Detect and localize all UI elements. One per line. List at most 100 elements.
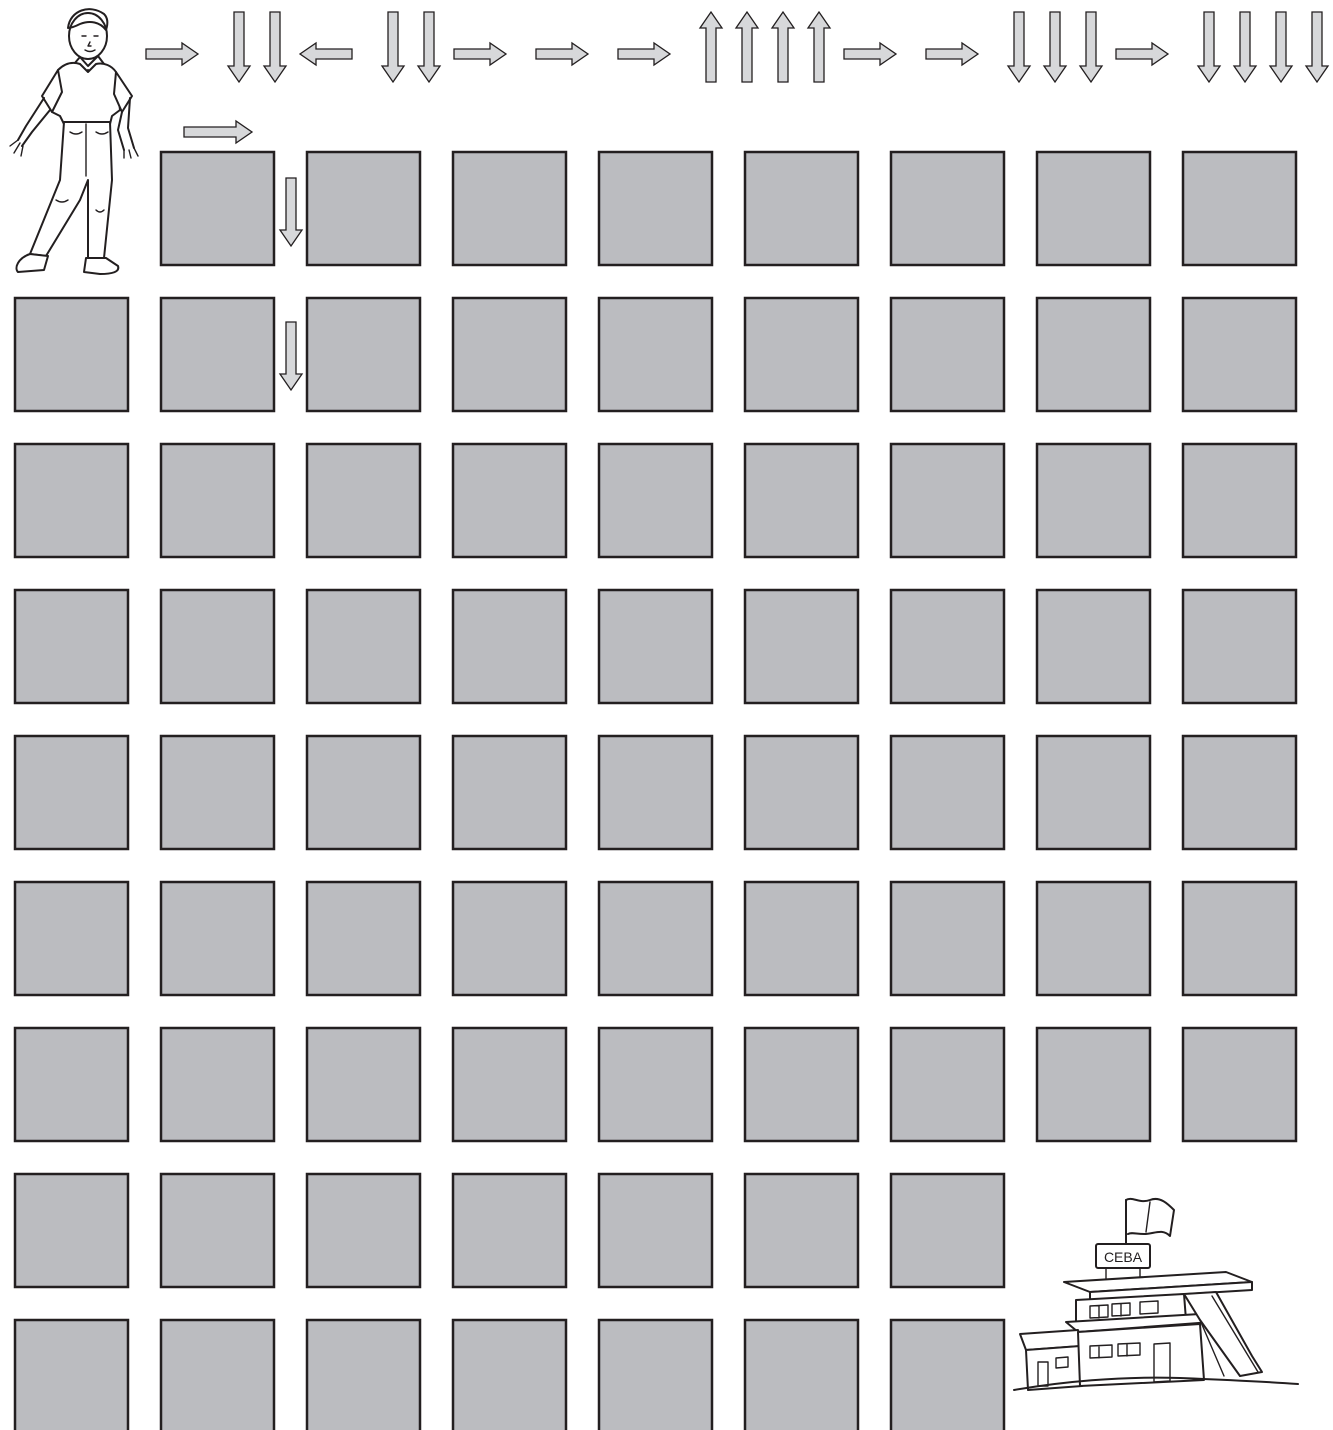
grid-tile — [891, 736, 1004, 849]
school-building-icon: CEBA — [1014, 1199, 1298, 1390]
grid-tile — [161, 1174, 274, 1287]
instruction-arrow-right-19 — [1116, 43, 1168, 65]
grid-tile — [15, 736, 128, 849]
grid-tile — [161, 152, 274, 265]
grid-tile — [161, 298, 274, 411]
grid-tile — [599, 444, 712, 557]
grid-tile — [1183, 882, 1296, 995]
grid-tile — [1037, 444, 1150, 557]
grid-tile — [161, 736, 274, 849]
instruction-arrow-down-2 — [228, 12, 250, 82]
grid-tile — [745, 1320, 858, 1430]
grid-tile — [453, 444, 566, 557]
school-sign-text: CEBA — [1104, 1249, 1143, 1265]
example-arrow-down-3 — [280, 322, 302, 390]
grid-tile — [599, 590, 712, 703]
grid-tile — [745, 1174, 858, 1287]
instruction-arrow-down-18 — [1080, 12, 1102, 82]
grid-tile — [599, 1174, 712, 1287]
grid-tile — [745, 736, 858, 849]
grid-tile — [15, 590, 128, 703]
instruction-arrow-up-12 — [772, 12, 794, 82]
instruction-arrow-down-3 — [264, 12, 286, 82]
instruction-arrow-right-9 — [618, 43, 670, 65]
grid-tile — [891, 1174, 1004, 1287]
grid-tile — [1183, 736, 1296, 849]
grid-tile — [15, 882, 128, 995]
grid-tile — [15, 298, 128, 411]
grid-tile — [745, 882, 858, 995]
grid-tile — [891, 590, 1004, 703]
grid-tile — [453, 736, 566, 849]
grid-tile — [15, 1320, 128, 1430]
instruction-arrow-down-22 — [1270, 12, 1292, 82]
instruction-arrow-down-20 — [1198, 12, 1220, 82]
grid-tile — [15, 444, 128, 557]
instruction-arrow-right-7 — [454, 43, 506, 65]
instruction-arrow-down-6 — [418, 12, 440, 82]
grid-tile — [1037, 882, 1150, 995]
grid-tile — [599, 882, 712, 995]
grid-tile — [307, 444, 420, 557]
grid-tile — [1037, 590, 1150, 703]
grid-tile — [599, 736, 712, 849]
grid-tile — [307, 1028, 420, 1141]
grid-tile — [1183, 298, 1296, 411]
grid-tile — [15, 1028, 128, 1141]
grid-tile — [161, 882, 274, 995]
boy-figure-icon — [10, 9, 138, 274]
grid-tile — [453, 298, 566, 411]
instruction-arrow-down-23 — [1306, 12, 1328, 82]
grid-tile — [599, 298, 712, 411]
grid-tile — [307, 1174, 420, 1287]
grid-tile — [891, 1320, 1004, 1430]
grid-tile — [745, 298, 858, 411]
grid-tile — [1183, 1028, 1296, 1141]
grid-tile — [453, 1320, 566, 1430]
grid-tile — [891, 152, 1004, 265]
instruction-arrow-down-5 — [382, 12, 404, 82]
grid-tile — [307, 590, 420, 703]
grid-tile — [453, 882, 566, 995]
grid-tile — [745, 152, 858, 265]
grid-tile — [1037, 1028, 1150, 1141]
grid-tile — [599, 1028, 712, 1141]
grid-tile — [891, 1028, 1004, 1141]
grid-tile — [745, 1028, 858, 1141]
instruction-arrow-up-11 — [736, 12, 758, 82]
grid-tile — [891, 444, 1004, 557]
grid-tile — [15, 1174, 128, 1287]
instruction-arrow-up-13 — [808, 12, 830, 82]
tile-grid — [15, 152, 1296, 1430]
grid-tile — [307, 736, 420, 849]
instruction-arrow-down-16 — [1008, 12, 1030, 82]
grid-tile — [1183, 444, 1296, 557]
grid-tile — [891, 882, 1004, 995]
instruction-arrow-down-17 — [1044, 12, 1066, 82]
instruction-arrow-right-14 — [844, 43, 896, 65]
grid-tile — [599, 1320, 712, 1430]
grid-tile — [1037, 298, 1150, 411]
grid-tile — [1183, 152, 1296, 265]
instruction-arrow-down-21 — [1234, 12, 1256, 82]
grid-tile — [307, 298, 420, 411]
instruction-arrow-left-4 — [300, 43, 352, 65]
grid-tile — [453, 590, 566, 703]
grid-tile — [307, 152, 420, 265]
instruction-arrow-row — [146, 12, 1328, 82]
grid-tile — [1037, 736, 1150, 849]
instruction-arrow-right-1 — [146, 43, 198, 65]
grid-tile — [599, 152, 712, 265]
instruction-arrow-up-10 — [700, 12, 722, 82]
grid-tile — [307, 1320, 420, 1430]
grid-tile — [891, 298, 1004, 411]
example-arrow-right-1 — [184, 121, 252, 143]
grid-tile — [1183, 590, 1296, 703]
grid-tile — [453, 1174, 566, 1287]
grid-tile — [161, 1028, 274, 1141]
grid-tile — [453, 152, 566, 265]
grid-tile — [745, 590, 858, 703]
example-arrow-down-2 — [280, 178, 302, 246]
grid-tile — [161, 1320, 274, 1430]
